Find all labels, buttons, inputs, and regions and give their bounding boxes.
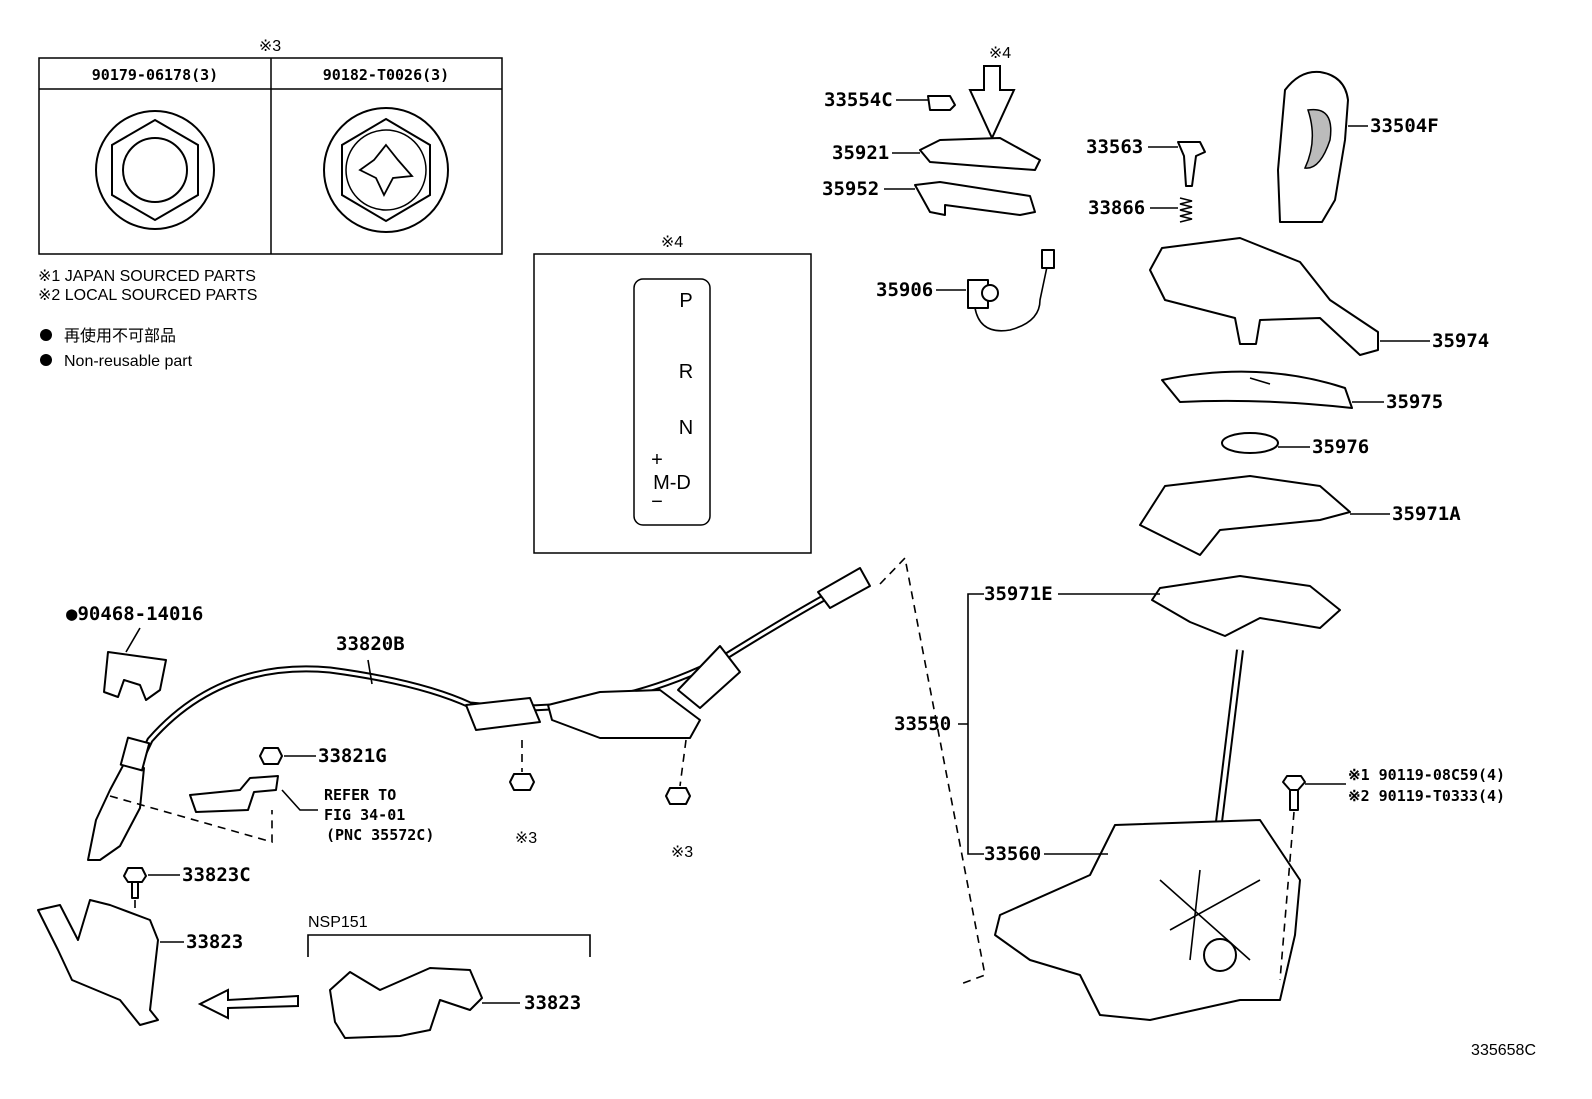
label-33504f: 33504F	[1370, 115, 1439, 137]
bracket-35572c-icon	[189, 775, 279, 813]
figure-id: 335658C	[1471, 1042, 1536, 1059]
slide-plate-35975-icon	[1161, 370, 1353, 409]
legend: ※1 JAPAN SOURCED PARTS ※2 LOCAL SOURCED …	[38, 268, 257, 370]
label-35906: 35906	[876, 279, 933, 301]
button-33563-icon	[1177, 141, 1206, 187]
cable-end-icon	[817, 567, 871, 609]
label-33820b: 33820B	[336, 633, 405, 655]
shift-knob-assembly: 33504F 33563 33866 35974 35975 35976 359…	[1086, 70, 1489, 556]
label-33823-right: 33823	[524, 992, 581, 1014]
note-japan-sourced: ※1 JAPAN SOURCED PARTS	[38, 268, 256, 285]
gear-p: P	[679, 290, 692, 312]
indicator-plate-35921-icon	[919, 137, 1041, 171]
shift-lever-assembly: 35971E 33560 33550 ※1 90119-08C59(4) ※2 …	[894, 575, 1505, 1021]
cable-grommet-icon	[677, 645, 741, 709]
spring-33866-icon	[1179, 197, 1193, 223]
label-33550: 33550	[894, 713, 951, 735]
guide-line	[879, 556, 986, 986]
bolt-33823c-icon	[123, 867, 147, 883]
label-35976: 35976	[1312, 436, 1369, 458]
cable-bracket-icon	[547, 689, 701, 739]
refer-line3: (PNC 35572C)	[326, 826, 434, 844]
gear-minus: −	[651, 491, 663, 513]
bullet-icon	[40, 329, 52, 341]
refer-line2: FIG 34-01	[324, 806, 405, 824]
arrow-note-mark: ※4	[989, 45, 1011, 62]
table-note-mark: ※3	[259, 38, 281, 55]
label-33821g: 33821G	[318, 745, 387, 767]
shift-gate-panel: ※4 P R N M-D + −	[533, 234, 812, 554]
label-35974: 35974	[1432, 330, 1489, 352]
nut-note-b: ※3	[671, 844, 693, 861]
label-bolt-local: ※2 90119-T0333(4)	[1348, 787, 1505, 805]
gear-n: N	[679, 417, 693, 439]
refer-line1: REFER TO	[324, 786, 396, 804]
gate-note-mark: ※4	[661, 234, 683, 251]
label-33563: 33563	[1086, 136, 1143, 158]
label-33823-left: 33823	[186, 931, 243, 953]
position-indicator-35974-icon	[1149, 237, 1379, 356]
nut-icon	[665, 787, 691, 805]
label-35952: 35952	[822, 178, 879, 200]
bracket-33823-group: 33823C 33823 NSP151 33823	[37, 864, 591, 1039]
bulb-socket-35906-icon	[967, 249, 1055, 332]
gear-plus: +	[651, 449, 663, 471]
indicator-parts: ※4 33554C 35921 35952 35906	[822, 45, 1055, 332]
label-35971a: 35971A	[1392, 503, 1461, 525]
bullet-icon	[40, 354, 52, 366]
label-33554c: 33554C	[824, 89, 893, 111]
label-90468: ●90468-14016	[66, 603, 203, 625]
note-local-sourced: ※2 LOCAL SOURCED PARTS	[38, 287, 257, 304]
nut-part-number-1: 90179-06178(3)	[92, 66, 218, 84]
left-arrow-icon	[197, 988, 299, 1020]
bezel-35971a-icon	[1139, 475, 1351, 556]
housing-cover-35971e-icon	[1151, 575, 1341, 637]
clip-90468-icon	[103, 651, 167, 701]
cable-boot-icon	[87, 759, 145, 861]
hex-nut-lock-icon	[323, 107, 449, 233]
nut-icon	[509, 773, 535, 791]
bolt-icon	[1282, 775, 1306, 811]
label-35971e: 35971E	[984, 583, 1053, 605]
label-33823c: 33823C	[182, 864, 251, 886]
bracket-33823-icon	[37, 899, 159, 1026]
label-33866: 33866	[1088, 197, 1145, 219]
hex-nut-icon	[95, 110, 215, 230]
nut-note-a: ※3	[515, 830, 537, 847]
note-nonreusable-jp: 再使用不可部品	[64, 327, 176, 345]
transmission-cable: ●90468-14016 33820B	[66, 567, 871, 861]
label-33560: 33560	[984, 843, 1041, 865]
label-35975: 35975	[1386, 391, 1443, 413]
label-bolt-japan: ※1 90119-08C59(4)	[1348, 766, 1505, 784]
clip-33554c-icon	[927, 95, 956, 111]
nut-part-number-2: 90182-T0026(3)	[323, 66, 449, 84]
bracket-33823-nsp151-icon	[329, 967, 483, 1039]
emblem-35976-icon	[1221, 432, 1279, 454]
nut-33821g-icon	[259, 747, 283, 765]
nuts-group: ※3 ※3	[509, 739, 693, 861]
bracket-33821g-group: 33821G REFER TO FIG 34-01 (PNC 35572C)	[109, 745, 434, 844]
down-arrow-icon	[968, 65, 1016, 141]
indicator-housing-35952-icon	[914, 181, 1036, 216]
gear-r: R	[679, 361, 693, 383]
label-35921: 35921	[832, 142, 889, 164]
gear-m-d: M-D	[653, 472, 691, 494]
fastener-table: ※3 90179-06178(3) 90182-T0026(3)	[38, 38, 503, 255]
note-nonreusable-en: Non-reusable part	[64, 353, 193, 370]
variant-label: NSP151	[308, 914, 368, 931]
